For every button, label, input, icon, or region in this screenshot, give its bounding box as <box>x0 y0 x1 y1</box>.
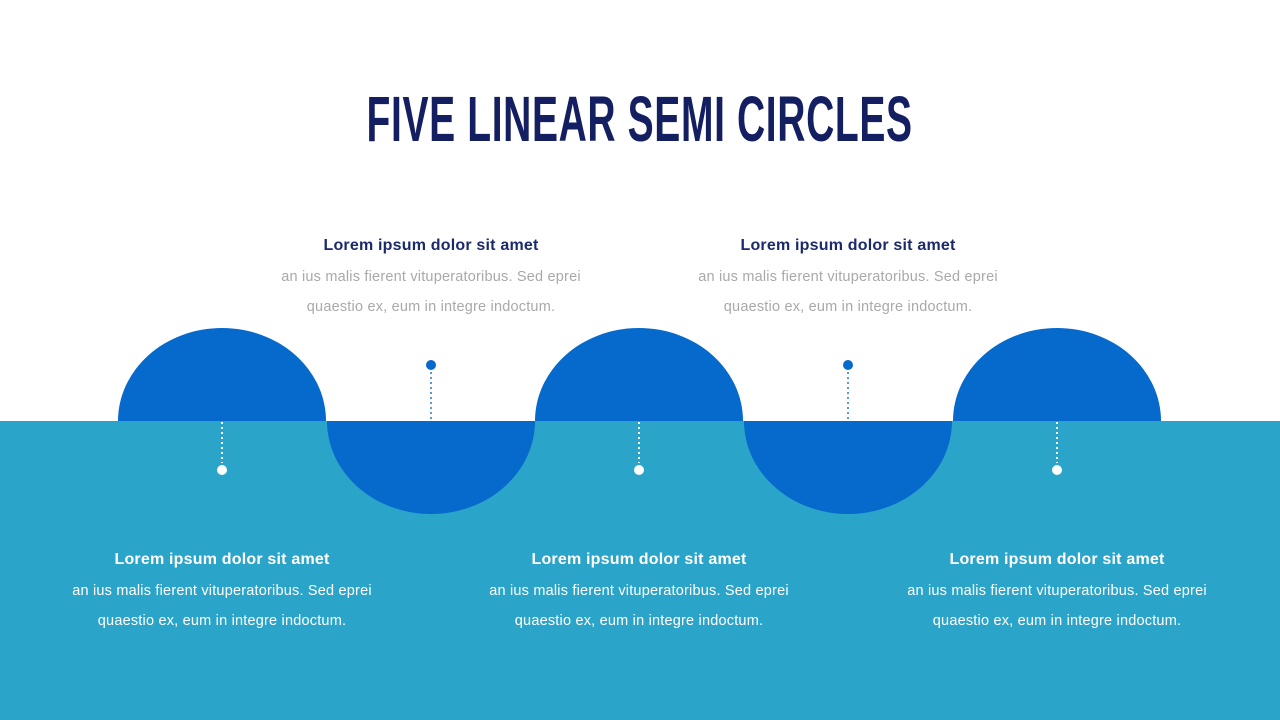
connector-dot-5 <box>1052 465 1062 475</box>
item-body-line: quaestio ex, eum in integre indoctum. <box>723 299 973 315</box>
semi-circle-5-up <box>953 328 1161 421</box>
connector-line-4 <box>847 372 849 421</box>
connector-dot-2 <box>426 360 436 370</box>
page-title-text: FIVE LINEAR SEMI CIRCLES <box>366 83 914 155</box>
text-block-3: Lorem ipsum dolor sit amet an ius malis … <box>479 550 799 636</box>
connector-line-3 <box>638 422 640 463</box>
item-body-line: an ius malis fierent vituperatoribus. Se… <box>489 583 789 599</box>
text-block-4: Lorem ipsum dolor sit amet an ius malis … <box>688 236 1008 322</box>
connector-dot-4 <box>843 360 853 370</box>
text-block-5: Lorem ipsum dolor sit amet an ius malis … <box>897 550 1217 636</box>
connector-line-5 <box>1056 422 1058 463</box>
item-heading: Lorem ipsum dolor sit amet <box>949 551 1165 568</box>
item-heading: Lorem ipsum dolor sit amet <box>531 551 747 568</box>
semi-circle-3-up <box>535 328 743 421</box>
item-heading: Lorem ipsum dolor sit amet <box>740 237 956 254</box>
item-body-line: an ius malis fierent vituperatoribus. Se… <box>907 583 1207 599</box>
page-title: FIVE LINEAR SEMI CIRCLES <box>0 82 1280 156</box>
item-body-line: an ius malis fierent vituperatoribus. Se… <box>698 269 998 285</box>
item-body-line: quaestio ex, eum in integre indoctum. <box>932 613 1182 629</box>
text-block-2: Lorem ipsum dolor sit amet an ius malis … <box>271 236 591 322</box>
item-heading: Lorem ipsum dolor sit amet <box>114 551 330 568</box>
item-body-line: an ius malis fierent vituperatoribus. Se… <box>72 583 372 599</box>
item-body-line: quaestio ex, eum in integre indoctum. <box>97 613 347 629</box>
item-heading: Lorem ipsum dolor sit amet <box>323 237 539 254</box>
connector-dot-3 <box>634 465 644 475</box>
semi-circle-1-up <box>118 328 326 421</box>
item-body-line: quaestio ex, eum in integre indoctum. <box>306 299 556 315</box>
connector-dot-1 <box>217 465 227 475</box>
connector-line-2 <box>430 372 432 421</box>
connector-line-1 <box>221 422 223 463</box>
item-body-line: quaestio ex, eum in integre indoctum. <box>514 613 764 629</box>
item-body-line: an ius malis fierent vituperatoribus. Se… <box>281 269 581 285</box>
text-block-1: Lorem ipsum dolor sit amet an ius malis … <box>62 550 382 636</box>
